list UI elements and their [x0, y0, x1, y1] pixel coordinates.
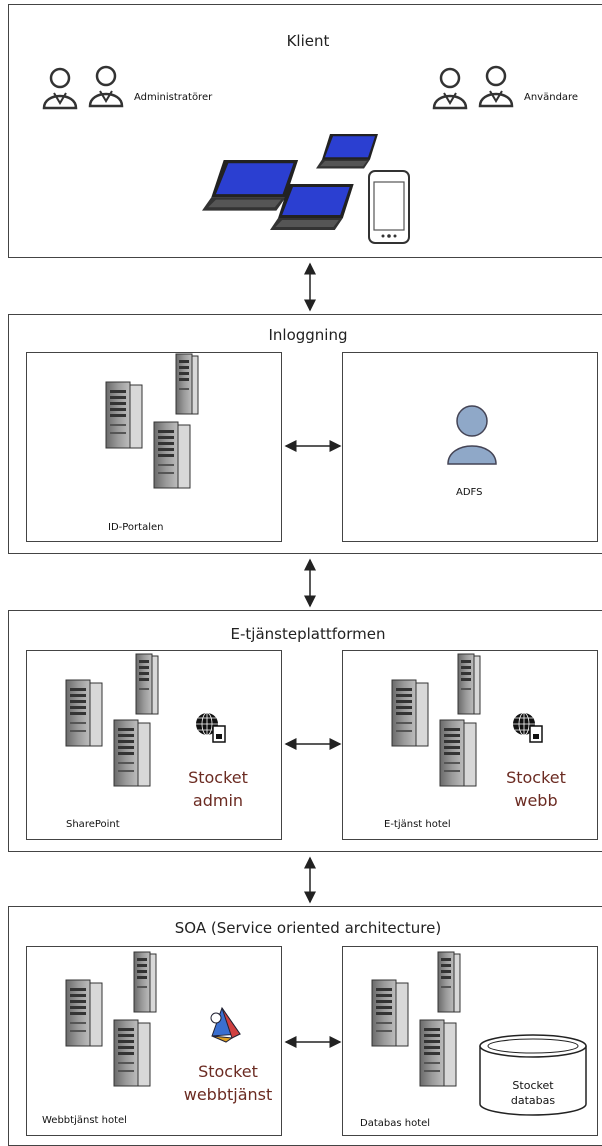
adfs-user-icon — [447, 405, 497, 465]
server-cluster-icon — [105, 353, 199, 489]
layer-title-inloggning: Inloggning — [268, 326, 348, 344]
etjanst-hotel-label: E-tjänst hotel — [384, 819, 451, 830]
server-cluster-icon — [371, 951, 461, 1087]
layer-title-klient: Klient — [286, 32, 330, 50]
laptop-icon — [316, 134, 378, 169]
webbtjanst-hotel-label: Webbtjänst hotel — [42, 1115, 127, 1126]
database-cylinder — [479, 1034, 587, 1116]
databas-hotel-label: Databas hotel — [360, 1118, 431, 1129]
web-app-icon — [512, 712, 543, 743]
stocket-webb-label: Stocket webb — [506, 768, 566, 810]
sharepoint-label: SharePoint — [66, 819, 120, 830]
server-cluster-icon — [65, 951, 157, 1087]
users-label: Användare — [524, 92, 579, 103]
server-cluster-icon — [65, 653, 159, 787]
admin-users-icon — [42, 65, 124, 110]
bidirectional-arrow — [284, 1036, 342, 1048]
smartphone-icon — [368, 170, 410, 244]
laptop-icon — [270, 184, 354, 230]
server-cluster-icon — [391, 653, 481, 787]
stocket-webbtjanst-label: Stocket webbtjänst — [183, 1062, 273, 1104]
layer-title-etjanst: E-tjänsteplattformen — [230, 625, 386, 643]
adfs-label: ADFS — [456, 487, 483, 498]
bidirectional-arrow — [284, 738, 342, 750]
admins-label: Administratörer — [134, 92, 213, 103]
connector-arrow — [304, 856, 316, 904]
end-users-icon — [432, 65, 514, 110]
web-service-icon — [210, 1006, 241, 1043]
id-portal-label: ID-Portalen — [108, 522, 164, 533]
box-adfs — [342, 352, 598, 542]
bidirectional-arrow — [284, 440, 342, 452]
connector-arrow — [304, 558, 316, 608]
layer-title-soa: SOA (Service oriented architecture) — [174, 919, 442, 937]
connector-arrow — [304, 262, 316, 312]
stocket-admin-label: Stocket admin — [188, 768, 248, 810]
stocket-databas-label: Stocket databas — [510, 1079, 556, 1107]
web-app-icon — [195, 712, 226, 743]
